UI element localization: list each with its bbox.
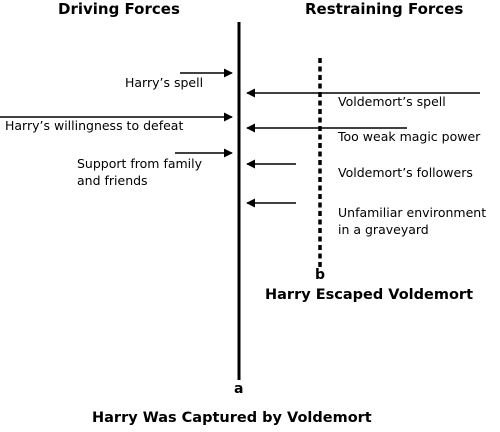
driving-forces-heading: Driving Forces bbox=[58, 0, 180, 18]
restraining-force-label: Too weak magic power bbox=[338, 129, 481, 144]
driving-force-label: Harry’s willingness to defeat bbox=[5, 118, 184, 133]
restraining-force-label: Voldemort’s spell bbox=[338, 94, 446, 109]
restraining-force-label: Voldemort’s followers bbox=[338, 165, 473, 180]
restraining-forces-heading: Restraining Forces bbox=[305, 0, 464, 18]
line-b-caption: Harry Escaped Voldemort bbox=[265, 287, 474, 303]
line-a-tag: a bbox=[234, 381, 244, 397]
driving-force-label: Support from family and friends bbox=[77, 156, 203, 188]
driving-force-label: Harry’s spell bbox=[125, 75, 204, 90]
line-a-caption: Harry Was Captured by Voldemort bbox=[92, 410, 372, 426]
restraining-force-label: Unfamiliar environment in a graveyard bbox=[338, 205, 487, 237]
line-b-tag: b bbox=[315, 267, 326, 283]
